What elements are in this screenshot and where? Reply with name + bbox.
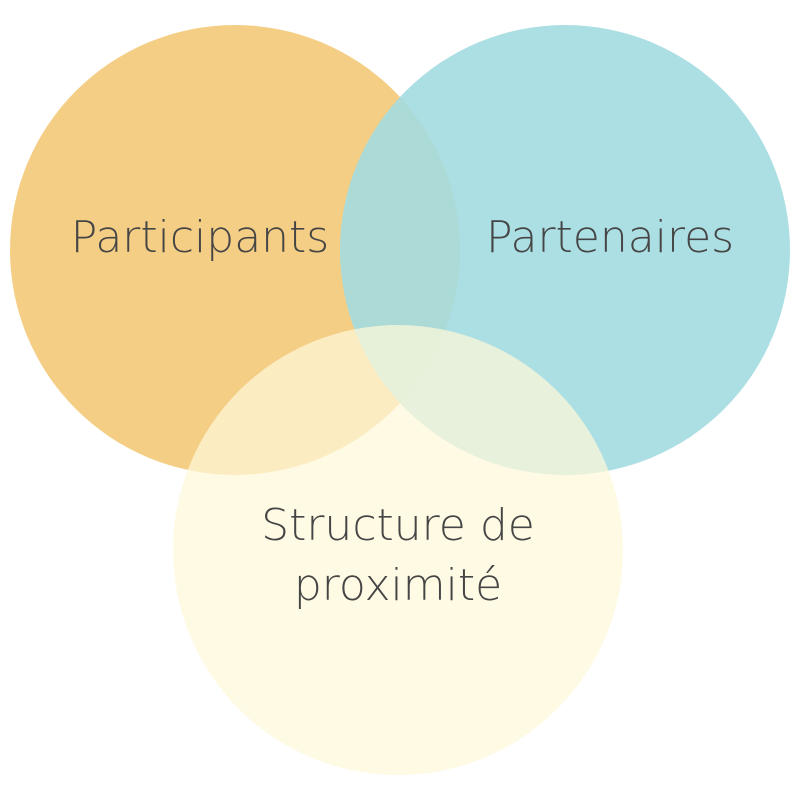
structure-label-line-1: Structure de — [261, 500, 535, 551]
partenaires-label: Partenaires — [486, 212, 734, 263]
participants-label: Participants — [71, 212, 329, 263]
structure-label-line-2: proximité — [294, 560, 502, 611]
structure-de-proximite-circle — [173, 325, 623, 775]
